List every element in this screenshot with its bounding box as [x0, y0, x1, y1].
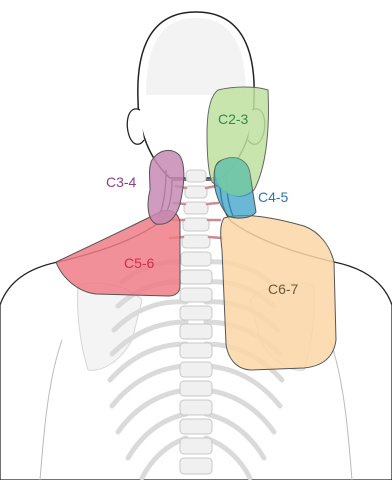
label-c2-3: C2-3	[218, 111, 249, 127]
label-c3-4: C3-4	[106, 174, 137, 190]
label-c5-6: C5-6	[124, 255, 155, 271]
label-c6-7: C6-7	[268, 281, 299, 297]
label-c4-5: C4-5	[258, 189, 289, 205]
